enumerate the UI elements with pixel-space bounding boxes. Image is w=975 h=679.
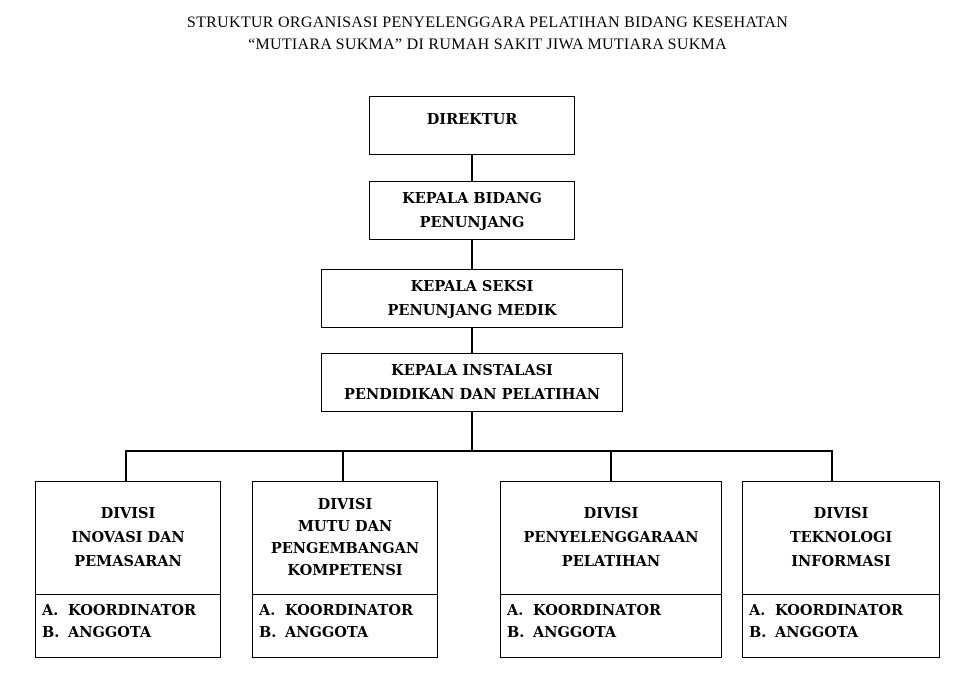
division-1-member-anggota: B.ANGGOTA	[42, 624, 152, 641]
node-kepala-bidang-line-1: KEPALA BIDANG	[402, 189, 542, 207]
division-3-heading: DIVISI PENYELENGGARAAN PELATIHAN	[501, 482, 721, 595]
division-2-member-koordinator: A.KOORDINATOR	[259, 602, 414, 619]
division-3-member-koordinator: A.KOORDINATOR	[507, 602, 662, 619]
node-kepala-instalasi-line-2: PENDIDIKAN DAN PELATIHAN	[343, 385, 600, 403]
division-4-line-1: DIVISI	[813, 505, 869, 522]
division-4-member-koordinator: A.KOORDINATOR	[749, 602, 904, 619]
node-direktur: DIREKTUR	[369, 96, 575, 155]
node-kepala-instalasi-diklat: KEPALA INSTALASI PENDIDIKAN DAN PELATIHA…	[321, 353, 623, 412]
chart-title-line-2: “MUTIARA SUKMA” DI RUMAH SAKIT JIWA MUTI…	[248, 36, 727, 53]
division-mutu-pengembangan-kompetensi: DIVISI MUTU DAN PENGEMBANGAN KOMPETENSI …	[252, 481, 438, 658]
node-kepala-seksi-line-1: KEPALA SEKSI	[410, 277, 534, 295]
division-1-heading: DIVISI INOVASI DAN PEMASARAN	[36, 482, 220, 595]
division-4-heading: DIVISI TEKNOLOGI INFORMASI	[743, 482, 939, 595]
division-3-members: A.KOORDINATOR B.ANGGOTA	[507, 600, 661, 644]
node-direktur-line-1: DIREKTUR	[426, 110, 518, 128]
chart-title-line-1: STRUKTUR ORGANISASI PENYELENGGARA PELATI…	[186, 14, 789, 31]
division-4-line-2: TEKNOLOGI	[789, 529, 893, 546]
division-penyelenggaraan-pelatihan: DIVISI PENYELENGGARAAN PELATIHAN A.KOORD…	[500, 481, 722, 658]
division-1-members: A.KOORDINATOR B.ANGGOTA	[42, 600, 196, 644]
node-kepala-seksi-line-2: PENUNJANG MEDIK	[387, 301, 557, 319]
division-2-heading: DIVISI MUTU DAN PENGEMBANGAN KOMPETENSI	[253, 482, 437, 595]
connector-drop-division-2	[342, 450, 344, 482]
node-kepala-seksi-penunjang-medik: KEPALA SEKSI PENUNJANG MEDIK	[321, 269, 623, 328]
node-kepala-bidang-line-2: PENUNJANG	[419, 213, 525, 231]
connector-kabid-kasi	[471, 239, 473, 269]
division-4-member-anggota: B.ANGGOTA	[749, 624, 859, 641]
connector-drop-division-1	[125, 450, 127, 482]
division-1-line-1: DIVISI	[100, 505, 156, 522]
connector-kainstalasi-bus	[471, 411, 473, 451]
division-teknologi-informasi: DIVISI TEKNOLOGI INFORMASI A.KOORDINATOR…	[742, 481, 940, 658]
division-4-line-3: INFORMASI	[791, 553, 891, 570]
division-2-member-anggota: B.ANGGOTA	[259, 624, 369, 641]
connector-direktur-kabid	[471, 154, 473, 181]
division-3-line-2: PENYELENGGARAAN	[523, 529, 699, 546]
connector-horizontal-bus	[125, 450, 832, 452]
division-2-line-4: KOMPETENSI	[287, 562, 403, 579]
connector-kasi-kainstalasi	[471, 327, 473, 353]
division-3-line-1: DIVISI	[583, 505, 639, 522]
division-3-member-anggota: B.ANGGOTA	[507, 624, 617, 641]
connector-drop-division-4	[831, 450, 833, 482]
division-2-line-1: DIVISI	[317, 496, 373, 513]
division-2-line-3: PENGEMBANGAN	[270, 540, 420, 557]
connector-drop-division-3	[610, 450, 612, 482]
division-1-member-koordinator: A.KOORDINATOR	[42, 602, 197, 619]
division-1-line-2: INOVASI DAN	[71, 529, 185, 546]
division-4-members: A.KOORDINATOR B.ANGGOTA	[749, 600, 903, 644]
division-2-members: A.KOORDINATOR B.ANGGOTA	[259, 600, 413, 644]
node-kepala-instalasi-line-1: KEPALA INSTALASI	[391, 361, 553, 379]
division-1-line-3: PEMASARAN	[74, 553, 182, 570]
node-kepala-bidang-penunjang: KEPALA BIDANG PENUNJANG	[369, 181, 575, 240]
division-2-line-2: MUTU DAN	[297, 518, 393, 535]
division-3-line-3: PELATIHAN	[561, 553, 661, 570]
division-inovasi-pemasaran: DIVISI INOVASI DAN PEMASARAN A.KOORDINAT…	[35, 481, 221, 658]
